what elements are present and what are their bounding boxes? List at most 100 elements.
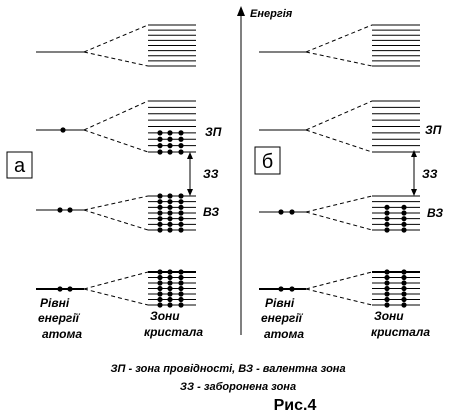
panel-a-label: а xyxy=(14,155,26,177)
band-electron-a-3-2-2 xyxy=(178,280,184,286)
split-line-bottom-a-0 xyxy=(83,51,149,67)
band-electron-b-2-2-0 xyxy=(384,204,390,210)
panel-a-atom-levels-2: енергії xyxy=(38,311,81,325)
panel-a-gap-arrow xyxy=(187,152,193,196)
band-electron-a-2-5-2 xyxy=(178,221,184,227)
band-electron-a-3-0-1 xyxy=(167,269,173,275)
panel-a-valence-label: ВЗ xyxy=(203,205,219,219)
atom-electron-a-3-1 xyxy=(67,286,73,292)
band-electron-a-3-1-2 xyxy=(178,274,184,281)
band-electron-b-3-5-1 xyxy=(401,296,407,303)
band-electron-a-2-4-1 xyxy=(167,216,173,222)
panel-b-gap-arrow-head-top xyxy=(411,150,417,157)
band-electron-b-3-0-1 xyxy=(401,269,407,275)
panel-b-gap-arrow xyxy=(411,150,417,196)
band-electron-a-3-4-2 xyxy=(178,291,184,297)
band-electron-a-3-3-2 xyxy=(178,285,184,292)
band-electron-a-3-2-0 xyxy=(157,280,163,286)
panel-b-valence-label: ВЗ xyxy=(427,206,443,220)
atom-electron-b-3-0 xyxy=(278,286,284,292)
band-electron-a-1-8-2 xyxy=(178,149,184,155)
band-electron-a-1-5-2 xyxy=(178,130,184,136)
split-line-bottom-b-0 xyxy=(305,51,373,67)
panel-a-gap-label: ЗЗ xyxy=(203,167,219,181)
atom-electron-a-2-1 xyxy=(67,207,73,213)
atom-electron-a-3-0 xyxy=(57,286,63,292)
panel-a-conduction-label: ЗП xyxy=(205,125,222,139)
split-line-bottom-a-3 xyxy=(83,288,149,306)
panel-a-gap-arrow-head-bottom xyxy=(187,189,193,196)
band-electron-b-2-6-1 xyxy=(401,227,407,233)
energy-axis-arrow xyxy=(237,6,245,16)
band-electron-a-2-0-2 xyxy=(178,193,184,199)
panel-a-gap-arrow-head-top xyxy=(187,152,193,159)
band-electron-a-1-8-1 xyxy=(167,149,173,155)
band-electron-b-2-5-1 xyxy=(401,221,407,227)
panel-b-atom-levels-2: енергії xyxy=(261,311,304,325)
panel-b-conduction-label: ЗП xyxy=(425,123,442,137)
band-electron-a-1-8-0 xyxy=(157,149,163,155)
band-electron-a-1-5-1 xyxy=(167,130,173,136)
band-electron-a-1-7-0 xyxy=(157,143,163,149)
panel-b: б ЗП ЗЗ ВЗ Рівні енергії атома Зони крис… xyxy=(254,24,443,341)
band-electron-b-3-2-1 xyxy=(401,280,407,286)
panel-b-label-box xyxy=(254,146,281,175)
band-electron-a-1-6-2 xyxy=(178,136,184,142)
atom-electron-a-2-0 xyxy=(57,207,63,213)
band-electron-a-3-0-2 xyxy=(178,269,184,275)
band-electron-b-2-3-1 xyxy=(401,210,407,216)
band-electron-a-3-3-1 xyxy=(167,285,173,292)
band-electron-b-2-6-0 xyxy=(384,227,390,233)
band-electron-a-2-6-2 xyxy=(178,227,184,233)
band-electron-a-2-1-1 xyxy=(167,199,173,205)
panel-a: а ЗП ЗЗ ВЗ Рівні енергії атома Зони крис… xyxy=(6,24,222,341)
band-electron-b-3-5-0 xyxy=(384,296,390,303)
band-electron-a-1-6-1 xyxy=(167,136,173,142)
panel-b-gap-arrow-head-bottom xyxy=(411,189,417,196)
band-electron-b-3-2-0 xyxy=(384,280,390,286)
band-electron-a-1-7-2 xyxy=(178,143,184,149)
band-electron-b-3-3-1 xyxy=(401,285,407,292)
band-electron-b-3-4-0 xyxy=(384,291,390,297)
panel-b-atom-levels-1: Рівні xyxy=(265,296,295,310)
band-electron-b-3-1-0 xyxy=(384,274,390,281)
panel-b-crystal-zones-2: кристала xyxy=(371,325,430,339)
band-electron-a-2-2-1 xyxy=(167,204,173,210)
panel-b-gap-label: ЗЗ xyxy=(422,167,438,181)
split-line-bottom-b-1 xyxy=(305,129,373,153)
energy-axis: Енергія xyxy=(237,6,293,335)
split-line-top-a-0 xyxy=(83,24,149,53)
split-line-bottom-a-2 xyxy=(83,209,149,231)
split-line-top-b-2 xyxy=(305,195,373,213)
band-electron-a-3-0-0 xyxy=(157,269,163,275)
band-electron-a-2-0-0 xyxy=(157,193,163,199)
panel-b-atom-levels-3: атома xyxy=(264,327,304,341)
band-electron-a-3-4-0 xyxy=(157,291,163,297)
figure-number: Рис.4 xyxy=(274,397,317,414)
band-electron-b-2-4-0 xyxy=(384,216,390,222)
band-electron-b-2-5-0 xyxy=(384,221,390,227)
band-electron-b-3-4-1 xyxy=(401,291,407,297)
panel-a-atom-levels-3: атома xyxy=(42,327,82,341)
band-electron-a-3-5-2 xyxy=(178,296,184,303)
panel-a-levels xyxy=(36,24,196,308)
band-electron-a-3-3-0 xyxy=(157,285,163,292)
band-electron-a-1-6-0 xyxy=(157,136,163,142)
band-electron-b-2-4-1 xyxy=(401,216,407,222)
band-electron-a-2-5-1 xyxy=(167,221,173,227)
split-line-top-a-2 xyxy=(83,195,149,211)
band-electron-a-3-2-1 xyxy=(167,280,173,286)
panel-b-levels xyxy=(259,24,420,308)
split-line-top-a-3 xyxy=(83,271,149,290)
atom-electron-b-3-1 xyxy=(289,286,295,292)
band-electron-b-3-6-0 xyxy=(384,302,390,308)
band-electron-a-2-6-0 xyxy=(157,227,163,233)
band-electron-b-3-0-0 xyxy=(384,269,390,275)
band-electron-a-3-1-1 xyxy=(167,274,173,281)
band-electron-a-2-2-2 xyxy=(178,204,184,210)
panel-a-crystal-zones-1: Зони xyxy=(150,309,180,323)
band-electron-a-1-5-0 xyxy=(157,130,163,136)
band-electron-a-3-6-2 xyxy=(178,302,184,308)
caption-line-2: ЗЗ - заборонена зона xyxy=(180,381,296,393)
